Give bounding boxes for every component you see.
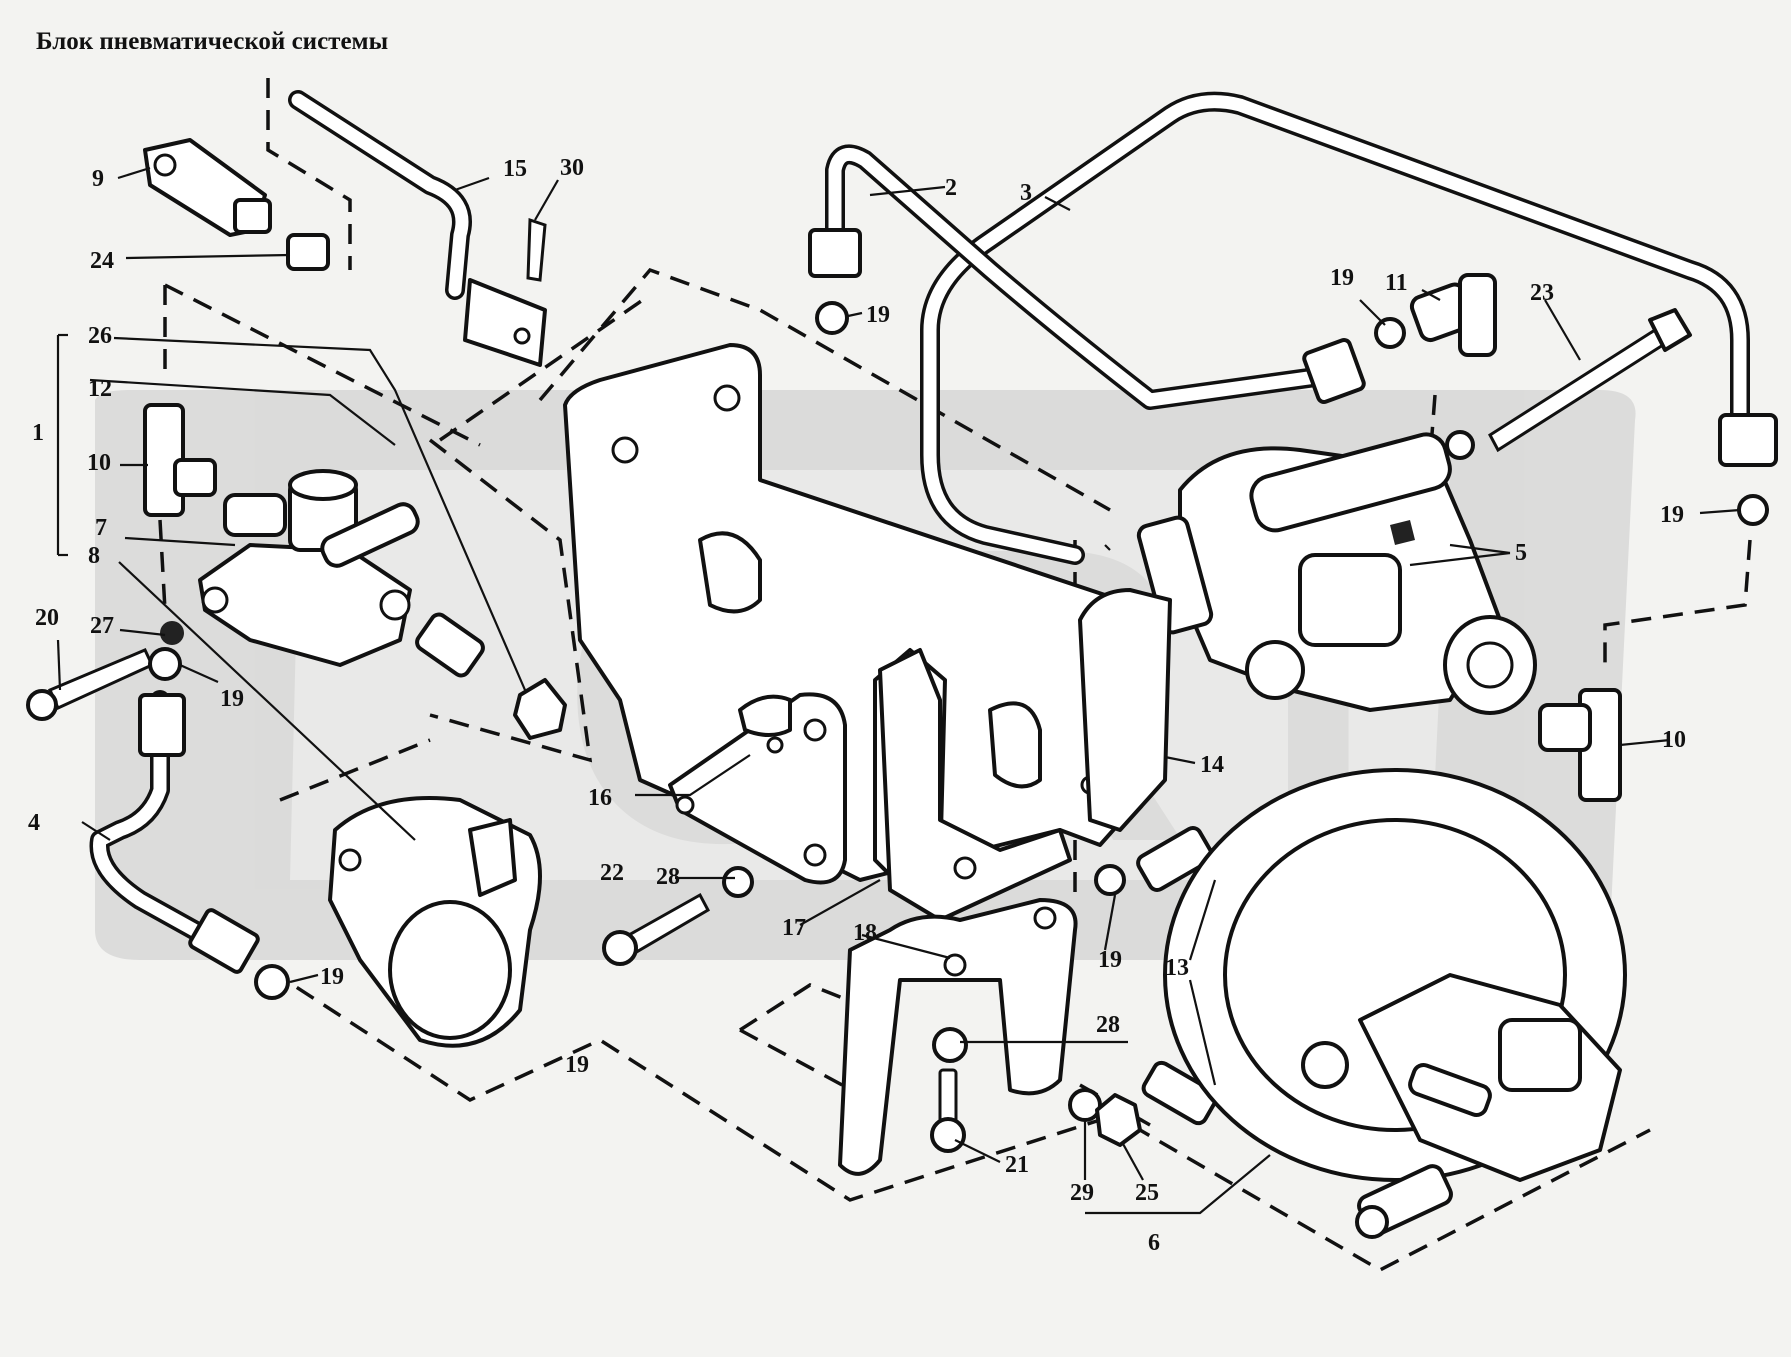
part-7-valve [198,469,420,667]
part-19-washer-d [1094,864,1126,896]
callout-10-left: 10 [87,450,111,476]
callout-19-f: 19 [320,964,344,990]
callout-5: 5 [1515,540,1527,566]
part-2-tube [808,144,1366,410]
callout-9: 9 [92,166,104,192]
part-19-washer-c [1737,494,1769,526]
callout-19-e: 19 [220,686,244,712]
part-22-bolt [602,892,711,966]
part-19-washer-f [148,647,182,681]
callout-29: 29 [1070,1180,1094,1206]
part-28-washer [722,866,754,898]
part-29-washer [1068,1088,1102,1122]
callout-19-a: 19 [866,302,890,328]
callout-19-b: 19 [1330,265,1354,291]
part-28-washer-2 [932,1027,968,1063]
callout-28-b: 28 [1096,1012,1120,1038]
part-26-nut [513,678,567,740]
part-4-tube [89,690,260,974]
part-19-washer-a [1374,317,1406,349]
part-20-bolt [26,648,154,721]
callout-19-g: 19 [565,1052,589,1078]
part-16-plate [668,692,847,885]
part-30-screw [526,217,547,282]
part-11-elbow [1409,273,1497,357]
callout-4: 4 [28,810,40,836]
part-26-fitting [415,612,485,678]
callout-27: 27 [90,613,114,639]
callout-8: 8 [88,543,100,569]
callout-7: 7 [95,515,107,541]
part-19-washer-e [815,301,849,335]
callout-24: 24 [90,248,114,274]
callout-6: 6 [1148,1230,1160,1256]
callout-3: 3 [1020,180,1032,206]
callout-12: 12 [88,376,112,402]
callout-22: 22 [600,860,624,886]
part-19-washer-b [1445,430,1475,460]
part-3-tube [920,91,1778,565]
part-17-bracket [878,648,1072,922]
dashed-assembly-lines [158,78,1752,1272]
part-8-coupling [328,796,542,1048]
callout-20: 20 [35,605,59,631]
part-5-valve [1136,432,1537,715]
part-10-tee-right [1538,688,1622,802]
callout-21: 21 [1005,1152,1029,1178]
callout-19-d: 19 [1098,947,1122,973]
callout-15: 15 [503,156,527,182]
part-21-bolt [930,1068,966,1153]
callout-11: 11 [1385,270,1408,296]
callout-14: 14 [1200,752,1224,778]
callout-25: 25 [1135,1180,1159,1206]
part-10-tee-left [143,403,217,517]
callout-18: 18 [853,920,877,946]
part-14-block [1078,588,1172,832]
callout-labels: 1 2 3 4 5 6 7 8 9 10 10 11 12 13 14 15 1… [28,155,1686,1256]
callout-10-right: 10 [1662,727,1686,753]
callout-13: 13 [1165,955,1189,981]
part-24-nut [286,233,330,271]
callout-30: 30 [560,155,584,181]
part-27-plug [160,621,184,645]
callout-23: 23 [1530,280,1554,306]
callout-16: 16 [588,785,612,811]
part-18-bracket [838,898,1078,1176]
callout-1: 1 [32,420,44,446]
part-15-rod [288,90,547,367]
part-9-fork [143,138,272,237]
part-25-nut [1095,1093,1142,1147]
part-19-washer-g [254,964,290,1000]
part-23-bolt [1488,308,1692,453]
diagram-title: Блок пневматической системы [36,28,389,55]
callout-2: 2 [945,175,957,201]
part-6-brake-chamber [1163,768,1627,1239]
callout-19-c: 19 [1660,502,1684,528]
leader-lines [56,166,1741,1215]
callout-28-a: 28 [656,864,680,890]
callout-26: 26 [88,323,112,349]
callout-17: 17 [782,915,806,941]
